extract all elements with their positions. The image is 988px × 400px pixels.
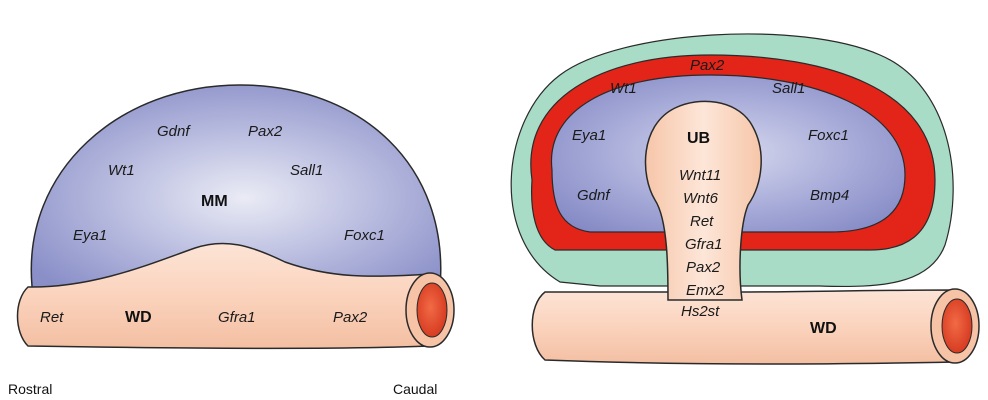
wolffian-duct-lumen	[417, 283, 447, 337]
ub-gene-wnt6: Wnt6	[683, 190, 719, 207]
ub-gene-gfra1: Gfra1	[685, 236, 723, 253]
right-wolffian-duct	[532, 290, 955, 364]
cap-gene-bmp4: Bmp4	[810, 187, 849, 204]
cap-gene-foxc1: Foxc1	[808, 127, 849, 144]
cap-gene-eya1: Eya1	[572, 127, 606, 144]
right-wd-label: WD	[810, 320, 837, 337]
ub-label: UB	[687, 130, 710, 147]
ub-gene-emx2: Emx2	[686, 282, 725, 299]
mm-gene-sall1: Sall1	[290, 162, 323, 179]
ub-gene-pax2: Pax2	[686, 259, 721, 276]
cap-gene-sall1: Sall1	[772, 80, 805, 97]
mm-gene-pax2: Pax2	[248, 123, 283, 140]
ub-gene-hs2st: Hs2st	[681, 303, 720, 320]
right-duct-lumen	[942, 299, 972, 353]
mm-gene-eya1: Eya1	[73, 227, 107, 244]
right-panel: Pax2 Wt1 Sall1 Eya1 Foxc1 Gdnf Bmp4 UB W…	[511, 34, 979, 364]
rostral-label: Rostral	[8, 381, 52, 397]
mm-gene-wt1: Wt1	[108, 162, 135, 179]
duct-gene-ret: Ret	[40, 309, 64, 326]
mm-label: MM	[201, 193, 228, 210]
caudal-label: Caudal	[393, 381, 437, 397]
ub-gene-wnt11: Wnt11	[679, 167, 721, 184]
left-panel: MM WD Gdnf Pax2 Wt1 Sall1 Eya1 Foxc1 Ret…	[8, 85, 454, 397]
ub-gene-ret: Ret	[690, 213, 714, 230]
cap-gene-pax2: Pax2	[690, 57, 725, 74]
cap-gene-wt1: Wt1	[610, 80, 637, 97]
duct-gene-pax2: Pax2	[333, 309, 368, 326]
duct-gene-gfra1: Gfra1	[218, 309, 256, 326]
cap-gene-gdnf: Gdnf	[577, 187, 611, 204]
mm-gene-foxc1: Foxc1	[344, 227, 385, 244]
mm-gene-gdnf: Gdnf	[157, 123, 191, 140]
left-wd-label: WD	[125, 309, 152, 326]
